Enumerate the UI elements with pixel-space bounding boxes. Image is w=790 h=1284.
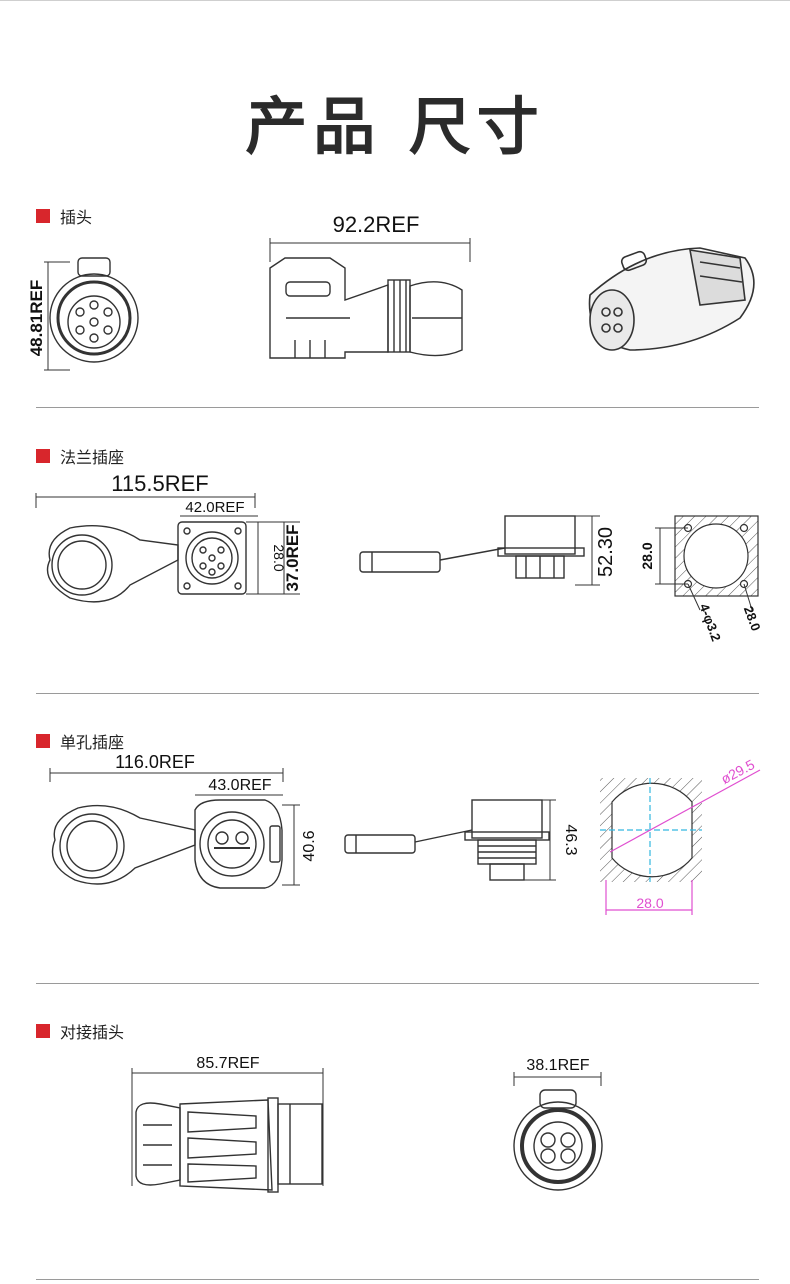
section-divider (36, 1279, 759, 1280)
plug-front-view (44, 257, 139, 371)
single-hole-drawing: 116.0REF 43.0REF 40.6 46.3 ø29.5 28.0 (49, 752, 761, 915)
mating-length-dim: 85.7REF (196, 1055, 259, 1072)
single-depth-dim: 46.3 (562, 824, 579, 855)
top-border (0, 0, 790, 1)
section-divider (36, 407, 759, 408)
section-divider (36, 693, 759, 694)
flange-panel-h-dim: 28.0 (639, 542, 655, 569)
flange-drawing: 115.5REF 42.0REF 28.0 37.0REF 52.30 28.0… (35, 471, 764, 644)
single-flat-dim: 28.0 (636, 895, 663, 911)
flange-flange-dim: 42.0REF (185, 499, 244, 516)
section-plug-label: 插头 (36, 204, 92, 228)
flange-height-dim: 37.0REF (283, 524, 302, 591)
section-marker-icon (36, 449, 50, 463)
mating-plug-drawing: 85.7REF 38.1REF (131, 1055, 603, 1193)
page-title: 产品 尺寸 (245, 90, 545, 163)
flange-overall-dim: 115.5REF (111, 471, 208, 496)
plug-iso-view (588, 247, 755, 351)
mating-plug-front-view (513, 1072, 603, 1191)
flange-panel-cutout (655, 515, 759, 611)
flange-depth-dim: 52.30 (595, 527, 617, 577)
section-title: 单孔插座 (60, 733, 125, 752)
section-title: 法兰插座 (60, 448, 125, 467)
flange-hole-dim: 28.0 (271, 544, 287, 571)
section-title: 插头 (60, 208, 93, 227)
flange-side-view (359, 515, 600, 586)
section-marker-icon (36, 209, 50, 223)
plug-side-view (269, 238, 471, 359)
plug-length-dim: 92.2REF (333, 212, 420, 237)
single-hole-panel-cutout (600, 769, 761, 915)
mating-diameter-dim: 38.1REF (526, 1057, 589, 1074)
flange-front-view (35, 493, 300, 603)
single-hole-front-view (49, 768, 300, 889)
single-overall-dim: 116.0REF (115, 752, 195, 772)
single-height-dim: 40.6 (301, 830, 318, 861)
section-marker-icon (36, 1024, 50, 1038)
section-marker-icon (36, 734, 50, 748)
plug-drawing: 48.81REF 92.2REF (27, 212, 755, 371)
section-flange-label: 法兰插座 (36, 444, 124, 468)
section-single-hole-label: 单孔插座 (36, 729, 124, 753)
flange-holes-dim: 4-φ3.2 (697, 602, 724, 644)
section-divider (36, 983, 759, 984)
section-title: 对接插头 (60, 1023, 125, 1042)
mating-plug-side-view (131, 1068, 324, 1193)
section-mating-plug-label: 对接插头 (36, 1019, 124, 1043)
flange-panel-w-dim: 28.0 (741, 604, 764, 633)
plug-height-dim: 48.81REF (27, 280, 46, 357)
single-flange-dim: 43.0REF (208, 777, 271, 794)
single-hole-side-view (344, 799, 556, 881)
